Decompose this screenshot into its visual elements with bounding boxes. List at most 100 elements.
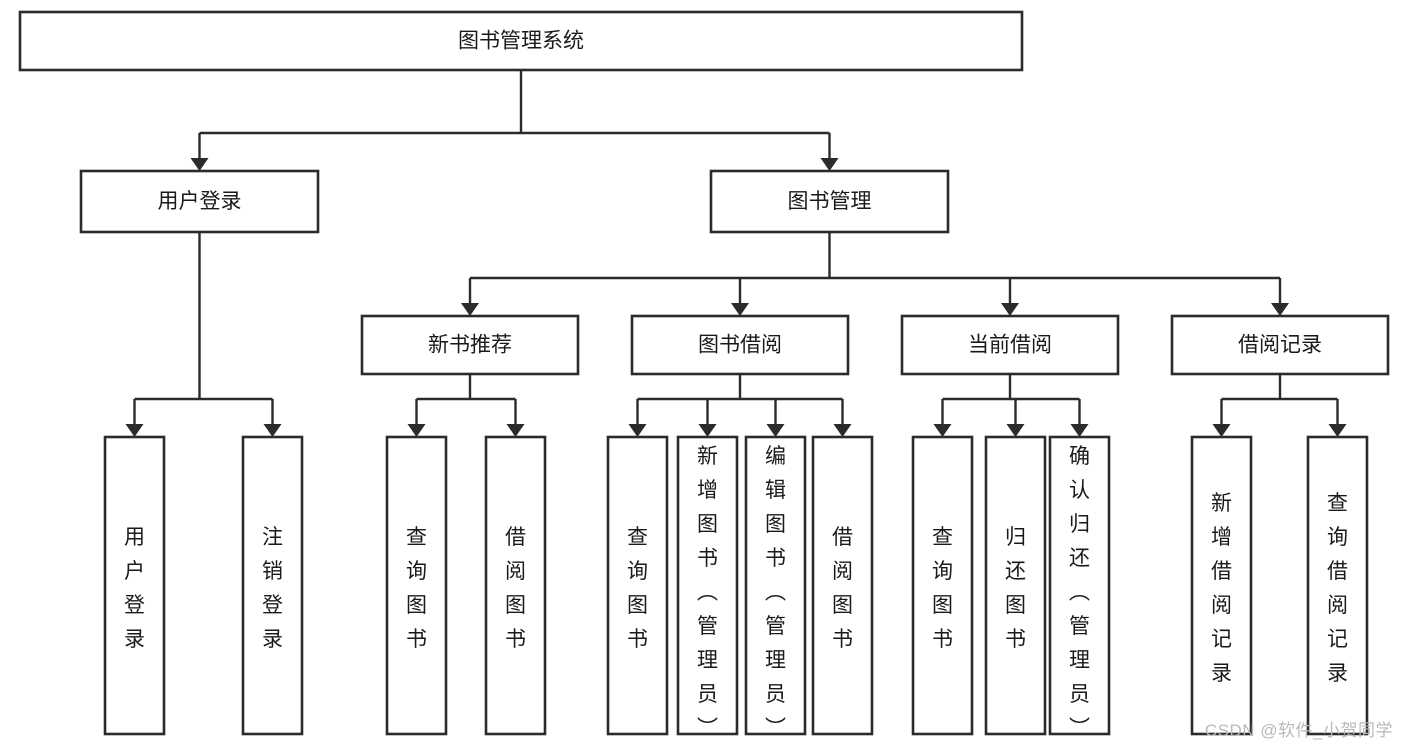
node-box-leaf-query-book-rec[interactable] (385, 435, 448, 736)
node-label-leaf-edit-book: 编辑图书︵管理员︶ (765, 445, 786, 740)
edge-group-current-borrow (933, 374, 1089, 437)
glyph: ︶ (697, 717, 718, 740)
glyph: 增 (1211, 526, 1232, 549)
node-new-book-rec[interactable]: 新书推荐 (360, 314, 580, 376)
node-book-manage[interactable]: 图书管理 (709, 169, 950, 234)
glyph: 借 (1327, 560, 1348, 583)
glyph: 认 (1069, 479, 1090, 502)
node-leaf-query-book-b[interactable]: 查询图书 (606, 435, 669, 736)
arrow-book-borrow (731, 303, 749, 316)
arrow-leaf-logout (263, 424, 282, 437)
arrow-borrow-record (1271, 303, 1289, 316)
node-root[interactable]: 图书管理系统 (18, 10, 1024, 72)
glyph: 阅 (1327, 594, 1348, 617)
node-label-book-borrow: 图书借阅 (698, 334, 782, 357)
node-label-leaf-return-book: 归还图书 (1005, 526, 1026, 651)
node-box-root[interactable] (18, 10, 1024, 72)
glyph: 图 (505, 594, 526, 617)
arrow-leaf-query-book-b (628, 424, 647, 437)
node-current-borrow[interactable]: 当前借阅 (900, 314, 1120, 376)
glyph: 确 (1069, 445, 1090, 468)
edge-group-user-login (125, 232, 282, 437)
glyph: 书 (1005, 628, 1026, 651)
glyph: 销 (262, 560, 283, 583)
node-label-leaf-logout: 注销登录 (262, 526, 283, 651)
node-label-book-manage: 图书管理 (788, 190, 872, 213)
node-leaf-borrow-book-b[interactable]: 借阅图书 (811, 435, 874, 736)
node-box-leaf-query-book-b[interactable] (606, 435, 669, 736)
node-box-leaf-logout[interactable] (241, 435, 304, 736)
node-label-leaf-user-login: 用户登录 (124, 526, 145, 651)
glyph: 编 (765, 445, 786, 468)
node-box-new-book-rec[interactable] (360, 314, 580, 376)
glyph: 图 (932, 594, 953, 617)
arrow-leaf-add-record (1212, 424, 1231, 437)
node-label-leaf-confirm-return: 确认归还︵管理员︶ (1069, 445, 1090, 740)
node-leaf-query-book-rec[interactable]: 查询图书 (385, 435, 448, 736)
arrow-current-borrow (1001, 303, 1019, 316)
node-leaf-borrow-book-rec[interactable]: 借阅图书 (484, 435, 547, 736)
glyph: 新 (697, 445, 718, 468)
node-box-leaf-user-login[interactable] (103, 435, 166, 736)
node-box-leaf-confirm-return[interactable] (1048, 435, 1111, 736)
glyph: 管 (697, 615, 718, 638)
glyph: 增 (697, 479, 718, 502)
arrow-leaf-return-book (1006, 424, 1025, 437)
node-leaf-return-book[interactable]: 归还图书 (984, 435, 1047, 736)
node-box-leaf-query-book-c[interactable] (911, 435, 974, 736)
node-leaf-confirm-return[interactable]: 确认归还︵管理员︶ (1048, 435, 1111, 740)
glyph: 归 (1069, 513, 1090, 536)
glyph: 查 (932, 526, 953, 549)
glyph: 询 (1327, 526, 1348, 549)
node-leaf-edit-book[interactable]: 编辑图书︵管理员︶ (744, 435, 807, 740)
arrow-leaf-confirm-return (1070, 424, 1089, 437)
glyph: 管 (1069, 615, 1090, 638)
glyph: 归 (1005, 526, 1026, 549)
glyph: 书 (627, 628, 648, 651)
glyph: 员 (765, 683, 786, 706)
node-leaf-user-login[interactable]: 用户登录 (103, 435, 166, 736)
glyph: 查 (406, 526, 427, 549)
glyph: 阅 (832, 560, 853, 583)
glyph: 图 (697, 513, 718, 536)
glyph: 书 (406, 628, 427, 651)
node-borrow-record[interactable]: 借阅记录 (1170, 314, 1390, 376)
connector-layer (125, 70, 1347, 437)
node-box-borrow-record[interactable] (1170, 314, 1390, 376)
glyph: ︵ (1069, 581, 1090, 604)
node-leaf-query-record[interactable]: 查询借阅记录 (1306, 435, 1369, 736)
glyph: 理 (697, 649, 718, 672)
node-leaf-add-record[interactable]: 新增借阅记录 (1190, 435, 1253, 736)
glyph: 理 (765, 649, 786, 672)
glyph: 还 (1005, 560, 1026, 583)
node-box-leaf-return-book[interactable] (984, 435, 1047, 736)
arrow-book-manage (820, 158, 839, 171)
arrow-leaf-query-record (1328, 424, 1347, 437)
node-leaf-logout[interactable]: 注销登录 (241, 435, 304, 736)
node-box-user-login[interactable] (79, 169, 320, 234)
node-box-leaf-query-record[interactable] (1306, 435, 1369, 736)
node-book-borrow[interactable]: 图书借阅 (630, 314, 850, 376)
node-box-book-manage[interactable] (709, 169, 950, 234)
node-user-login[interactable]: 用户登录 (79, 169, 320, 234)
glyph: 录 (1211, 662, 1232, 685)
node-label-root: 图书管理系统 (458, 30, 584, 53)
glyph: 图 (627, 594, 648, 617)
node-box-leaf-borrow-book-rec[interactable] (484, 435, 547, 736)
node-box-leaf-add-record[interactable] (1190, 435, 1253, 736)
node-box-book-borrow[interactable] (630, 314, 850, 376)
node-box-leaf-add-book[interactable] (676, 435, 739, 736)
edge-group-book-manage (461, 232, 1289, 316)
glyph: 阅 (505, 560, 526, 583)
glyph: 记 (1327, 628, 1348, 651)
glyph: 查 (627, 526, 648, 549)
node-box-leaf-edit-book[interactable] (744, 435, 807, 736)
edge-group-borrow-record (1212, 374, 1347, 437)
node-box-leaf-borrow-book-b[interactable] (811, 435, 874, 736)
arrow-user-login (190, 158, 209, 171)
node-box-current-borrow[interactable] (900, 314, 1120, 376)
node-leaf-add-book[interactable]: 新增图书︵管理员︶ (676, 435, 739, 740)
node-leaf-query-book-c[interactable]: 查询图书 (911, 435, 974, 736)
node-label-leaf-borrow-book-rec: 借阅图书 (505, 526, 526, 651)
node-label-leaf-query-book-b: 查询图书 (627, 526, 648, 651)
